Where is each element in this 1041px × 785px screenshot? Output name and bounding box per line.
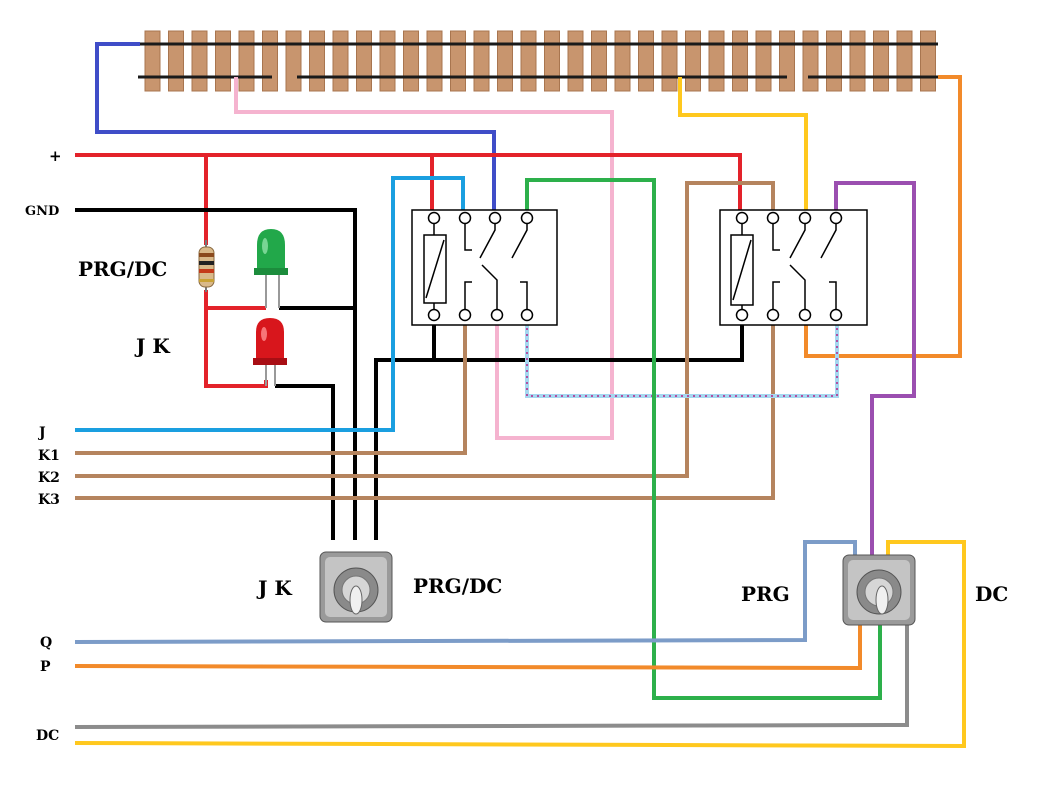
wire-dc-yellow [74, 540, 966, 749]
track-tie [567, 30, 584, 92]
track-tie [755, 30, 772, 92]
label-led-jk: J K [134, 334, 170, 358]
led-green-icon [254, 229, 288, 308]
wire-pink [234, 77, 614, 440]
wire-dc-gray [74, 620, 909, 729]
resistor-icon [198, 240, 215, 292]
track-tie [661, 30, 678, 92]
track-tie [896, 30, 913, 92]
wire-purple [834, 181, 916, 560]
relay-icon [411, 209, 558, 326]
track-tie [520, 30, 537, 92]
track-tie [497, 30, 513, 92]
track-tie [708, 30, 725, 92]
track-tie [544, 30, 560, 92]
wire-switch-relay-coils [374, 316, 744, 540]
track-tie [473, 30, 490, 92]
wire-led-red-switch [275, 384, 335, 540]
wire-resistor-led [204, 290, 266, 310]
label-gnd: GND [25, 204, 59, 219]
wire-jumper-dots [526, 316, 838, 397]
track-tie [426, 30, 443, 92]
label-j: J [37, 425, 46, 441]
track-tie [285, 30, 302, 92]
wire-k3 [75, 316, 775, 500]
track-tie [826, 30, 842, 92]
label-q: Q [40, 635, 52, 651]
track-tie [403, 30, 419, 92]
track-tie [215, 30, 231, 92]
wire-yellow-track [678, 77, 808, 218]
track-tie [168, 30, 184, 92]
led-red-icon [253, 318, 287, 386]
track-tie [920, 30, 936, 92]
wire-green [525, 178, 882, 700]
track-tie [450, 30, 466, 92]
label-dc: DC [36, 728, 59, 744]
track-tie [849, 30, 866, 92]
track-tie [685, 30, 701, 92]
track-tie [238, 30, 255, 92]
wire-plus [75, 153, 742, 218]
label-p: P [40, 659, 51, 675]
track-tie [873, 30, 889, 92]
track-icon [138, 30, 938, 92]
label-switch2-prg: PRG [741, 582, 790, 606]
wire-p [74, 620, 862, 671]
track-tie [779, 30, 795, 92]
toggle-switch-icon [842, 554, 916, 626]
labels: + GND J K1 K2 K3 Q P DC PRG/DC J K J K P… [25, 147, 1008, 744]
label-k1: K1 [38, 448, 60, 464]
label-switch1-jk: J K [256, 576, 292, 600]
track-tie [591, 30, 607, 92]
label-switch2-dc: DC [975, 582, 1008, 606]
track-tie [191, 30, 208, 92]
track-tie [332, 30, 349, 92]
track-tie [309, 30, 325, 92]
track-tie [144, 30, 161, 92]
label-k3: K3 [38, 492, 60, 508]
wires [74, 42, 966, 749]
wire-k2 [75, 181, 775, 478]
track-tie [638, 30, 654, 92]
relay-icon [719, 209, 868, 326]
track-tie [802, 30, 819, 92]
track-tie [356, 30, 372, 92]
toggle-switch-icon [319, 551, 393, 623]
wire-q [74, 540, 857, 644]
wire-jumper [525, 316, 839, 398]
label-switch1-prg-dc: PRG/DC [413, 574, 502, 598]
label-led-prg-dc: PRG/DC [78, 257, 167, 281]
label-plus: + [49, 147, 62, 165]
wire-blue [95, 42, 496, 218]
track-ties [144, 30, 936, 92]
wire-j [75, 176, 465, 432]
track-tie [262, 30, 278, 92]
wire-k1 [75, 316, 467, 455]
label-k2: K2 [38, 470, 60, 486]
wire-orange-track [804, 75, 962, 358]
track-tie [379, 30, 396, 92]
track-tie [732, 30, 748, 92]
track-tie [614, 30, 631, 92]
